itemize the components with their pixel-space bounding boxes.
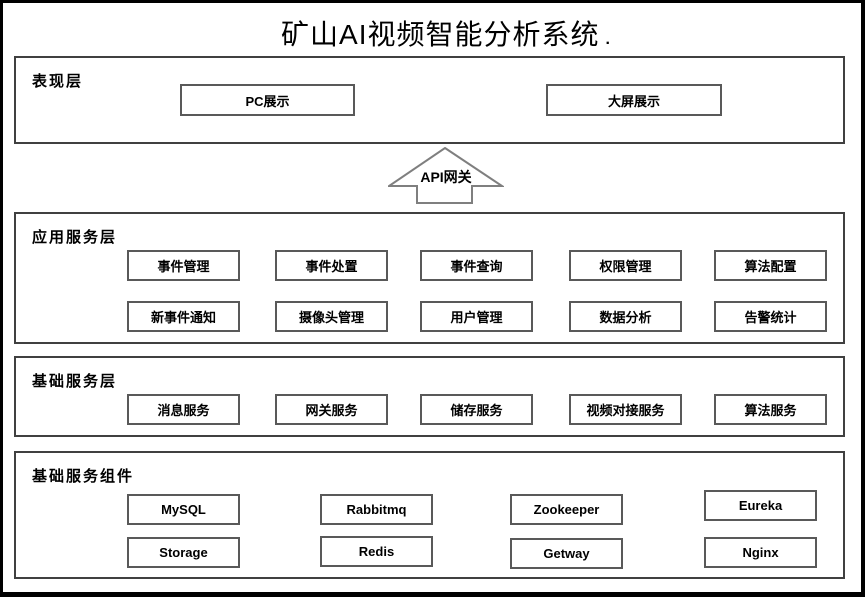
api-gateway-arrow: API网关 [388,147,504,205]
nginx-box: Nginx [704,537,817,568]
up-arrow-shape [388,147,504,204]
alarm-statistics-box: 告警统计 [714,301,827,332]
application-layer-section: 应用服务层 事件管理 事件处置 事件查询 权限管理 算法配置 新事件通知 摄像头… [14,212,845,344]
event-query-box: 事件查询 [420,250,533,281]
message-service-box: 消息服务 [127,394,240,425]
big-screen-display-box: 大屏展示 [546,84,722,116]
algorithm-service-box: 算法服务 [714,394,827,425]
zookeeper-box: Zookeeper [510,494,623,525]
video-integration-service-box: 视频对接服务 [569,394,682,425]
title-text: 矿山AI视频智能分析系统 [281,19,600,50]
base-service-layer-section: 基础服务层 消息服务 网关服务 储存服务 视频对接服务 算法服务 [14,356,845,437]
data-analysis-box: 数据分析 [569,301,682,332]
getway-box: Getway [510,538,623,569]
gateway-service-box: 网关服务 [275,394,388,425]
base-service-layer-label: 基础服务层 [32,373,118,390]
page-title: 矿山AI视频智能分析系统. [17,13,861,53]
title-dot: . [605,31,611,48]
user-management-box: 用户管理 [420,301,533,332]
storage-box: Storage [127,537,240,568]
pc-display-box: PC展示 [180,84,355,116]
event-management-box: 事件管理 [127,250,240,281]
api-gateway-label: API网关 [420,169,472,185]
components-section: 基础服务组件 MySQL Rabbitmq Zookeeper Eureka S… [14,451,845,579]
camera-management-box: 摄像头管理 [275,301,388,332]
new-event-notification-box: 新事件通知 [127,301,240,332]
eureka-box: Eureka [704,490,817,521]
algorithm-config-box: 算法配置 [714,250,827,281]
permission-management-box: 权限管理 [569,250,682,281]
rabbitmq-box: Rabbitmq [320,494,433,525]
event-handling-box: 事件处置 [275,250,388,281]
presentation-layer-label: 表现层 [32,73,84,90]
mysql-box: MySQL [127,494,240,525]
application-layer-label: 应用服务层 [32,229,118,246]
redis-box: Redis [320,536,433,567]
presentation-layer-section: 表现层 PC展示 大屏展示 [14,56,845,144]
storage-service-box: 储存服务 [420,394,533,425]
components-section-label: 基础服务组件 [32,468,135,485]
